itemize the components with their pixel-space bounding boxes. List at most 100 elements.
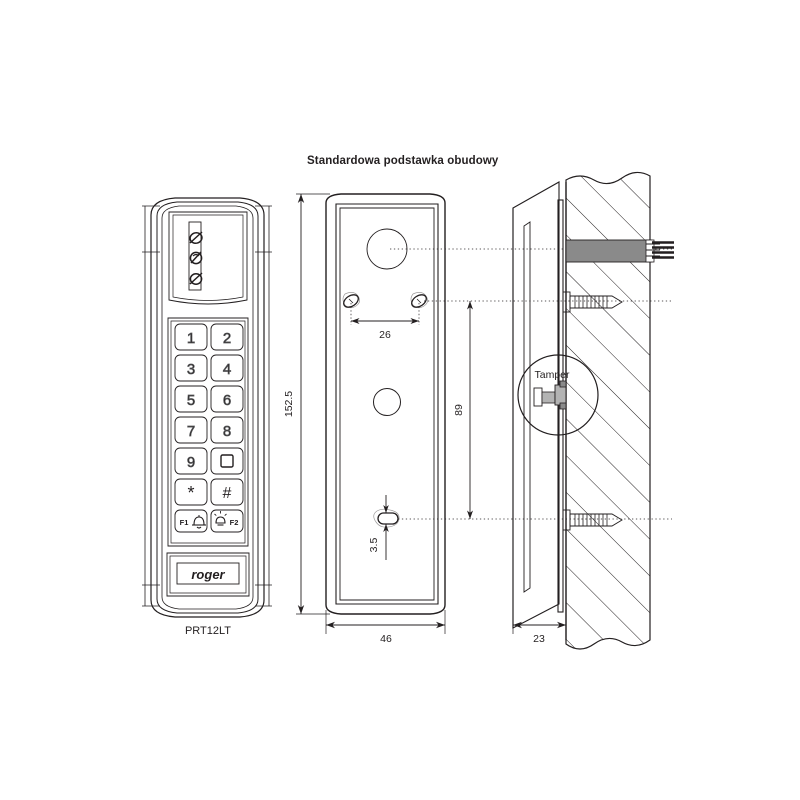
dimension-46-label: 46 — [380, 633, 392, 645]
cable-bundle — [565, 239, 674, 263]
backplate-inner-wall — [335, 203, 439, 605]
led-indicator-3-icon — [189, 272, 203, 285]
tamper-bracket-top — [559, 380, 567, 388]
bottom-slot — [373, 508, 400, 528]
key-8[interactable] — [210, 416, 244, 444]
tamper-label: Tamper — [534, 369, 570, 381]
cable-connector — [645, 239, 655, 263]
key-0-square-glyph — [220, 454, 234, 468]
cable-entry-hole — [366, 228, 408, 270]
arrow-down — [297, 605, 305, 614]
arrow-down — [467, 510, 473, 519]
device-side-lightbar — [523, 221, 531, 593]
dimension-3-5-label: 3.5 — [368, 538, 380, 553]
tamper-switch-body — [533, 387, 543, 407]
brand-plate-surround-inner — [169, 555, 247, 594]
key-6[interactable] — [210, 385, 244, 413]
key-3[interactable] — [174, 354, 208, 382]
key-6-label: 6 — [223, 392, 231, 409]
arrow-left — [513, 621, 522, 629]
device-shell-bevel — [161, 205, 254, 610]
arrow-down — [383, 505, 389, 513]
tamper-switch-mechanism — [533, 380, 567, 410]
mounting-screw-bottom — [562, 509, 623, 531]
tamper-bracket-bottom — [559, 402, 567, 410]
key-asterisk[interactable] — [174, 478, 208, 506]
key-f1[interactable] — [174, 509, 208, 533]
page-title: Standardowa podstawka obudowy — [307, 155, 499, 167]
arrow-right — [436, 621, 445, 629]
arrow-right — [557, 621, 566, 629]
backplate-view: 152.5 46 26 89 — [283, 193, 473, 645]
brand-logo-box — [176, 562, 240, 585]
key-5[interactable] — [174, 385, 208, 413]
mounting-slot-left — [342, 292, 360, 309]
screw-body-top — [569, 295, 623, 309]
key-9-label: 9 — [187, 454, 195, 471]
wall-section-view: Tamper 23 — [512, 171, 674, 650]
key-5-label: 5 — [187, 392, 195, 409]
key-3-label: 3 — [187, 361, 195, 378]
dimension-152-5: 152.5 — [283, 193, 330, 615]
dimension-89: 89 — [453, 301, 473, 519]
key-1[interactable] — [174, 323, 208, 351]
bell-icon — [192, 515, 206, 529]
key-asterisk-label: * — [187, 483, 194, 503]
key-0[interactable] — [210, 447, 244, 475]
key-7-label: 7 — [187, 423, 195, 440]
key-f2[interactable] — [210, 509, 244, 533]
keypad-keys: 1 2 3 4 5 6 7 8 9 * # — [174, 323, 244, 533]
dimension-89-label: 89 — [453, 404, 465, 416]
arrow-up — [383, 524, 389, 532]
dimension-26-label: 26 — [379, 329, 391, 341]
key-2[interactable] — [210, 323, 244, 351]
screw-threads-top — [574, 296, 608, 308]
key-7[interactable] — [174, 416, 208, 444]
tamper-plunger — [541, 391, 556, 404]
key-f2-label: F2 — [230, 518, 239, 527]
brand-logo-text: roger — [191, 567, 225, 582]
backplate-outline — [325, 193, 446, 615]
reader-zone-panel — [168, 211, 248, 305]
brand-plate-surround — [166, 552, 250, 597]
key-4[interactable] — [210, 354, 244, 382]
tamper-bracket — [554, 384, 567, 406]
screw-body-bottom — [569, 513, 623, 527]
key-f1-label: F1 — [180, 518, 189, 527]
key-9[interactable] — [174, 447, 208, 475]
reader-zone-panel-inner — [172, 214, 244, 301]
key-2-label: 2 — [223, 330, 231, 347]
center-hole — [373, 388, 401, 416]
mounting-screw-top — [562, 291, 623, 313]
dimension-26: 26 — [350, 303, 420, 341]
dimension-23-label: 23 — [533, 633, 545, 645]
cable-wires — [646, 241, 674, 259]
key-hash[interactable] — [210, 478, 244, 506]
keypad-surround — [167, 317, 249, 547]
mounting-slot-right — [410, 292, 428, 309]
dimension-23: 23 — [512, 620, 566, 645]
led-indicator-2-icon — [189, 251, 203, 265]
dimension-152-5-label: 152.5 — [283, 391, 295, 417]
keypad-surround-inner — [170, 320, 246, 544]
dimension-46: 46 — [325, 610, 446, 645]
device-shell-inner-edge — [156, 201, 259, 614]
arrow-left — [351, 318, 360, 324]
cable-body — [565, 239, 653, 263]
arrow-left — [326, 621, 335, 629]
device-caption: PRT12LT — [185, 625, 231, 637]
backplate-inner-recess — [339, 207, 435, 601]
key-4-label: 4 — [223, 361, 231, 378]
led-indicator-1-icon — [189, 231, 203, 245]
key-1-label: 1 — [187, 330, 195, 347]
arrow-right — [410, 318, 419, 324]
led-indicator-group — [189, 231, 203, 285]
tamper-detail-callout: Tamper — [517, 354, 599, 436]
key-hash-label: # — [223, 485, 232, 502]
arrow-up — [467, 301, 473, 310]
tamper-detail-circle — [517, 354, 599, 436]
key-8-label: 8 — [223, 423, 231, 440]
dimension-3-5: 3.5 — [368, 495, 389, 560]
